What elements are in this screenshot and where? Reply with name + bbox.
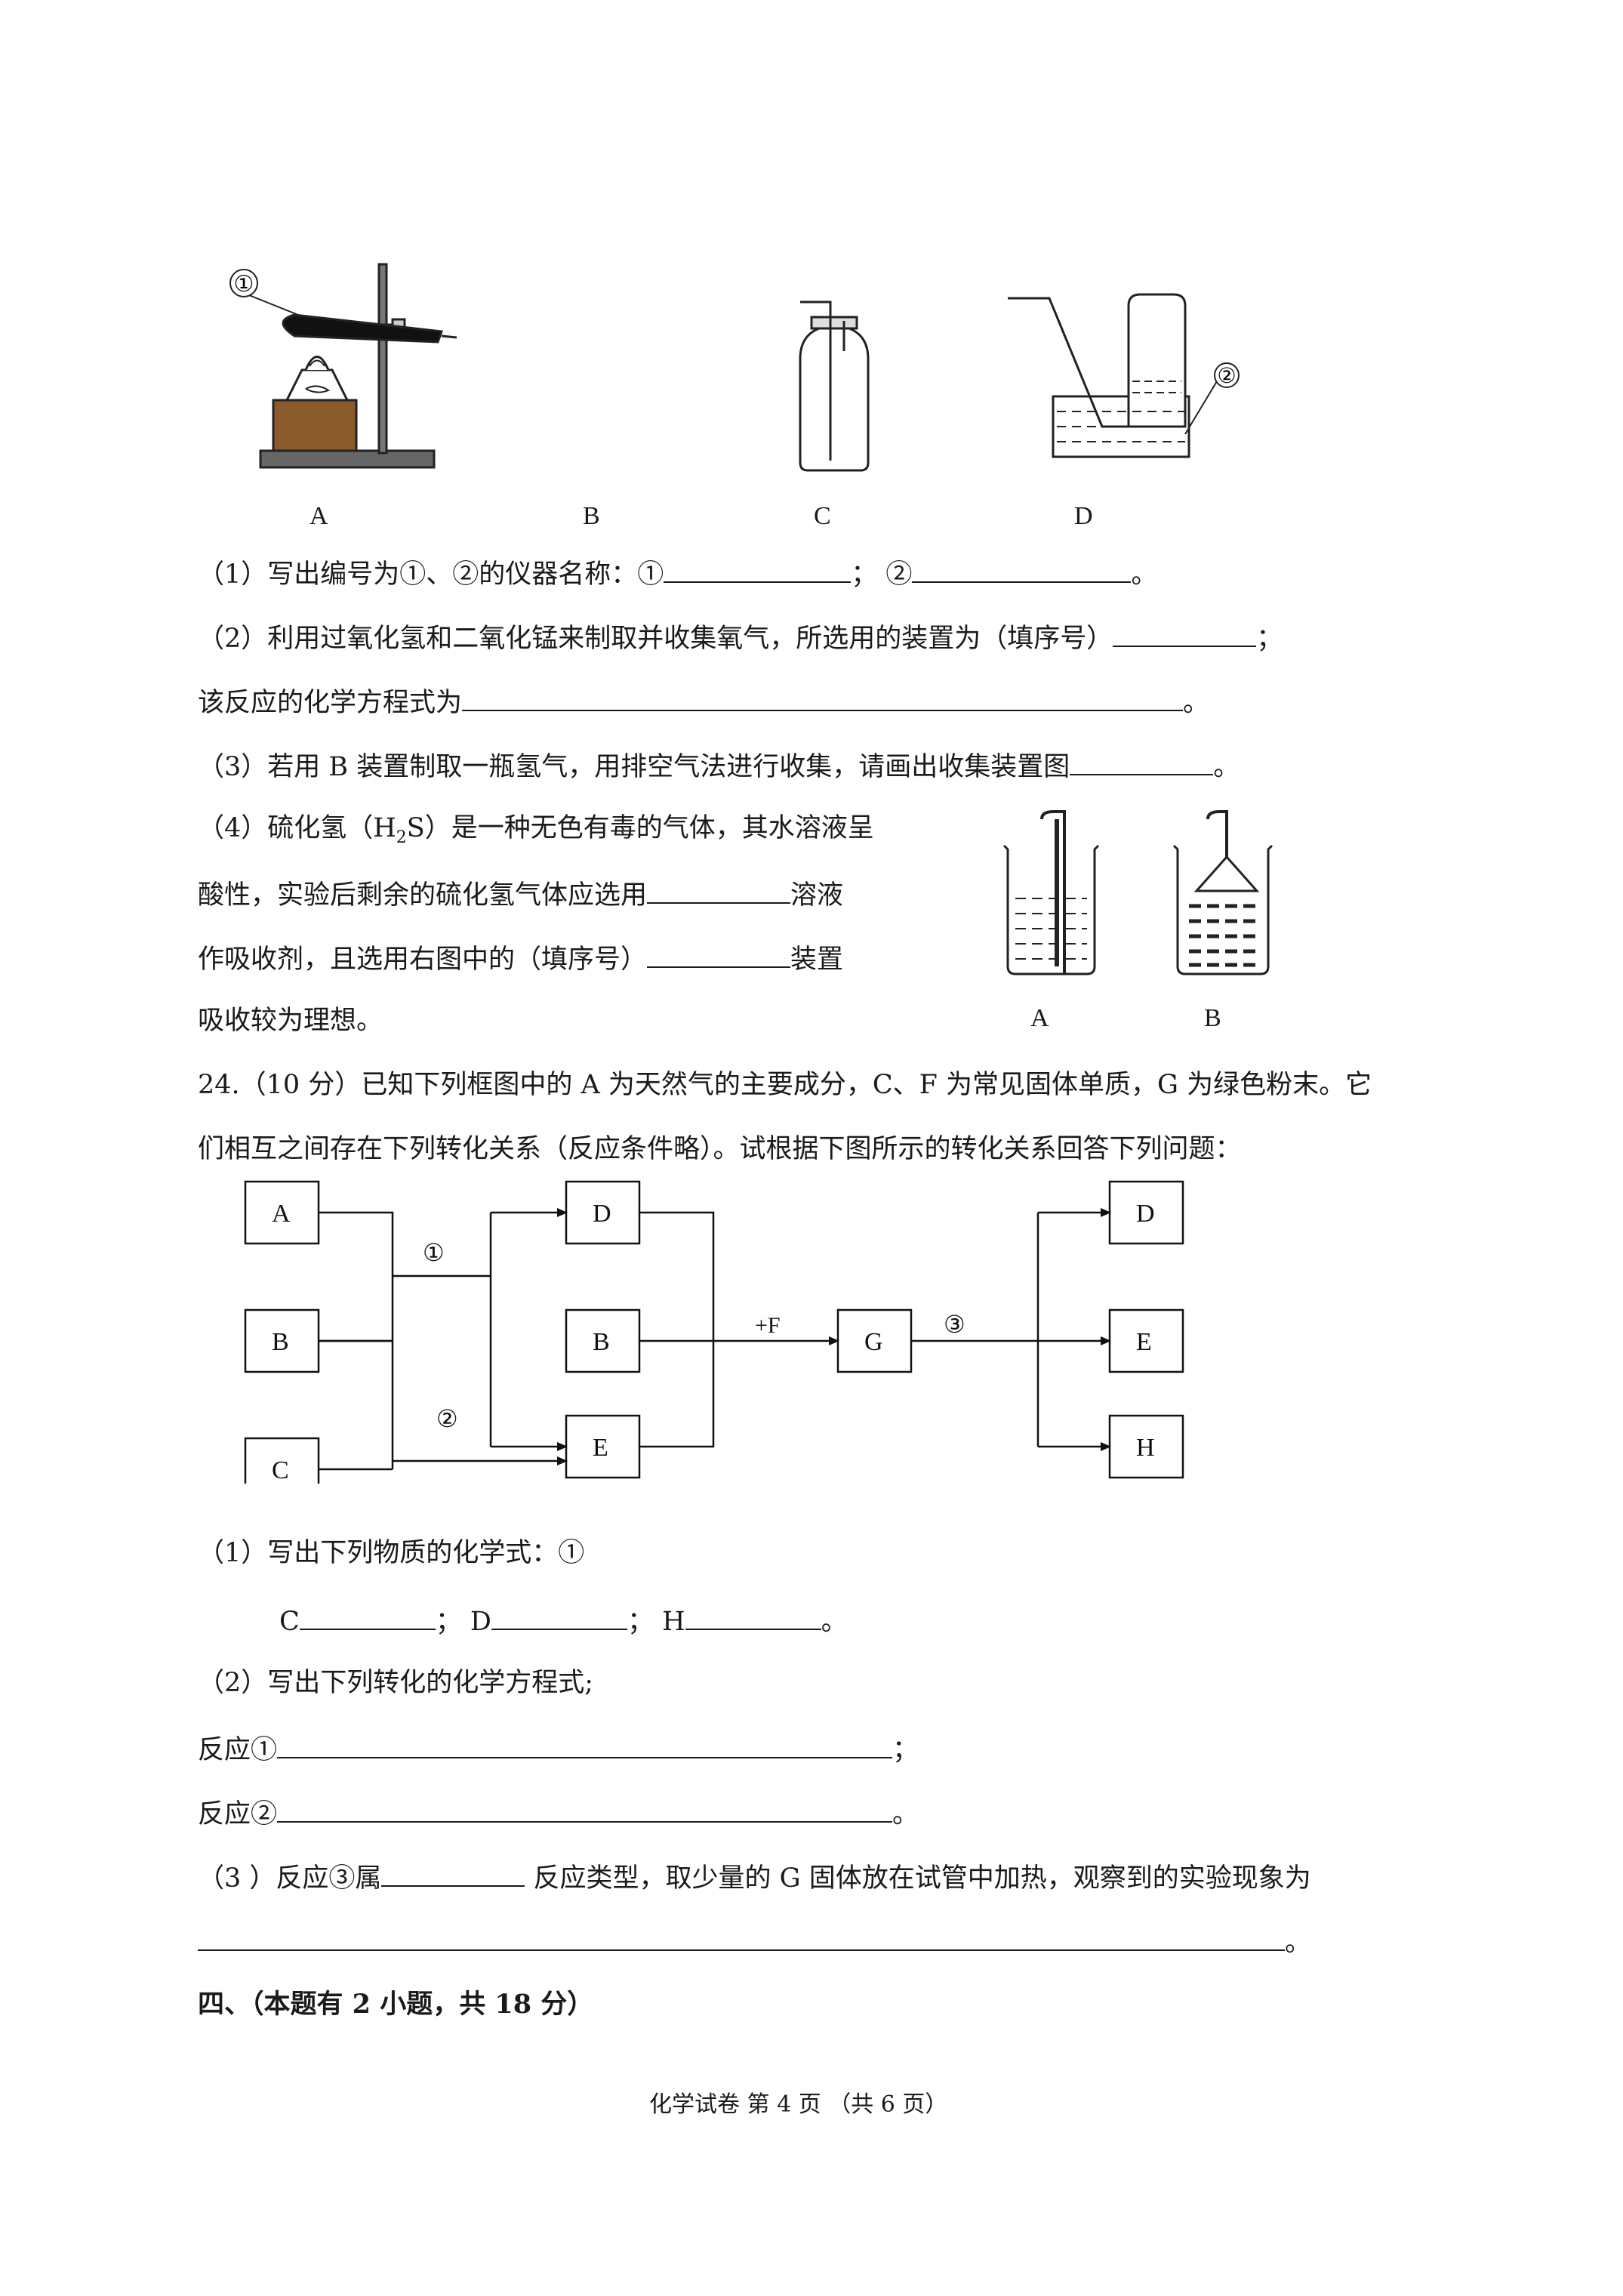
apparatus-label-d: D <box>1074 502 1093 530</box>
marker-1: ① <box>229 269 258 297</box>
q23-part3-text: （3）若用 B 装置制取一瓶氢气，用排空气法进行收集，请画出收集装置图 <box>198 752 1070 782</box>
answer-blank[interactable] <box>685 1606 821 1630</box>
apparatus-figure: ① ② <box>229 263 1240 472</box>
q24-part1-blanks: C ； D ； H 。 <box>279 1606 848 1635</box>
q23-part2-end1: ； <box>1256 624 1283 654</box>
page-footer: 化学试卷 第 4 页 （共 6 页） <box>649 2091 948 2118</box>
reaction-1-end: ； <box>892 1735 919 1765</box>
answer-blank[interactable] <box>1070 751 1214 775</box>
q24-reaction-2: 反应② 。 <box>198 1798 919 1828</box>
svg-text:①: ① <box>234 272 254 297</box>
apparatus-d-diagram <box>1008 293 1220 458</box>
reaction-1-label: 反应① <box>198 1735 278 1765</box>
answer-blank[interactable] <box>647 880 791 904</box>
box-a-label: A <box>272 1200 291 1228</box>
formula-c-label: C <box>279 1607 300 1637</box>
reaction-2-label: 反应② <box>198 1799 278 1829</box>
formula-h-label: ； H <box>627 1607 685 1637</box>
q23-part3: （3）若用 B 装置制取一瓶氢气，用排空气法进行收集，请画出收集装置图 。 <box>198 751 1240 781</box>
arrow-label-2: ② <box>436 1405 458 1432</box>
answer-blank[interactable] <box>647 944 791 968</box>
answer-blank[interactable] <box>664 559 852 583</box>
formula-end: 。 <box>821 1607 848 1637</box>
apparatus-label-b: B <box>583 502 600 530</box>
q23-part4-line2-text: 酸性，实验后剩余的硫化氢气体应选用 <box>198 880 648 911</box>
apparatus-label-a: A <box>310 502 328 530</box>
box-d-right-label: D <box>1136 1200 1155 1228</box>
q23-part4-line2-end: 溶液 <box>790 880 844 911</box>
q23-part4-line3-text: 作吸收剂，且选用右图中的（填序号） <box>198 945 648 975</box>
section-4-heading: 四、（本题有 2 小题，共 18 分） <box>198 1989 594 2020</box>
answer-blank[interactable] <box>491 1606 627 1630</box>
beaker-label-b: B <box>1204 1004 1221 1032</box>
formula-d-label: ； D <box>435 1607 491 1637</box>
box-e-right-label: E <box>1136 1328 1152 1356</box>
reaction-2-end: 。 <box>892 1799 919 1829</box>
q23-part4-a: （4）硫化氢（H <box>198 813 396 843</box>
box-e-mid-label: E <box>593 1434 608 1462</box>
q23-part4-line3: 作吸收剂，且选用右图中的（填序号） 装置 <box>198 944 843 973</box>
q23-part2-text2: 该反应的化学方程式为 <box>198 688 463 718</box>
q24-part3-end: 。 <box>1285 1928 1312 1958</box>
beakers-figure <box>1002 810 1273 975</box>
box-c-label: C <box>272 1456 289 1484</box>
q23-part1: （1）写出编号为①、②的仪器名称：① ； ② 。 <box>198 559 1157 588</box>
apparatus-c-diagram <box>799 300 870 472</box>
q23-part3-end: 。 <box>1213 752 1240 782</box>
beaker-a-diagram <box>1002 810 1100 975</box>
q24-intro-line2: 们相互之间存在下列转化关系（反应条件略）。试根据下图所示的转化关系回答下列问题： <box>198 1134 1242 1164</box>
apparatus-label-c: C <box>814 502 831 530</box>
q23-part1-sep: ； ② <box>851 559 913 590</box>
q24-part3-line2: 。 <box>198 1927 1311 1956</box>
box-d-mid-label: D <box>593 1200 611 1228</box>
q24-part3-b: 反应类型，取少量的 G 固体放在试管中加热，观察到的实验现象为 <box>525 1863 1311 1894</box>
q23-part4-line2: 酸性，实验后剩余的硫化氢气体应选用 溶液 <box>198 880 843 909</box>
q23-part1-end: 。 <box>1131 559 1158 590</box>
q24-reaction-1: 反应① ； <box>198 1734 919 1764</box>
box-b-mid-label: B <box>593 1328 610 1356</box>
answer-blank[interactable] <box>912 559 1132 583</box>
answer-blank[interactable] <box>381 1863 525 1887</box>
q23-part2-end2: 。 <box>1183 688 1210 718</box>
q23-part4-line4: 吸收较为理想。 <box>198 1006 383 1036</box>
q23-part4-b: S）是一种无色有毒的气体，其水溶液呈 <box>406 813 874 843</box>
answer-blank[interactable] <box>198 1927 1285 1951</box>
beaker-b-diagram <box>1172 810 1273 975</box>
arrow-label-3: ③ <box>944 1311 965 1338</box>
apparatus-a-diagram <box>237 263 457 469</box>
beaker-label-a: A <box>1030 1004 1049 1032</box>
q23-part1-prefix: （1）写出编号为①、②的仪器名称：① <box>198 559 664 590</box>
arrow-label-plus-f: +F <box>755 1313 781 1338</box>
q23-part4-line3-end: 装置 <box>790 945 844 975</box>
transformation-diagram: A B C D B E G D E H ① ② +F ③ <box>244 1180 1184 1484</box>
q24-part3: （3 ）反应③属 反应类型，取少量的 G 固体放在试管中加热，观察到的实验现象为 <box>198 1863 1311 1892</box>
answer-blank[interactable] <box>299 1606 436 1630</box>
q24-part1: （1）写出下列物质的化学式：① <box>198 1538 585 1568</box>
q24-part3-a: （3 ）反应③属 <box>198 1863 382 1894</box>
answer-blank[interactable] <box>277 1798 893 1823</box>
answer-blank[interactable] <box>277 1734 893 1758</box>
box-h-label: H <box>1136 1434 1155 1462</box>
q23-part2-text: （2）利用过氧化氢和二氧化锰来制取并收集氧气，所选用的装置为（填序号） <box>198 624 1113 654</box>
arrow-label-1: ① <box>423 1239 445 1266</box>
q23-part2-line2: 该反应的化学方程式为 。 <box>198 687 1209 717</box>
q23-part4-line1: （4）硫化氢（H2S）是一种无色有毒的气体，其水溶液呈 <box>198 815 874 846</box>
q24-part2: （2）写出下列转化的化学方程式; <box>198 1668 594 1698</box>
marker-2: ② <box>1214 362 1240 388</box>
answer-blank[interactable] <box>1113 623 1257 647</box>
svg-text:②: ② <box>1217 365 1236 388</box>
q24-intro-line1: 24.（10 分）已知下列框图中的 A 为天然气的主要成分，C、F 为常见固体单… <box>198 1070 1372 1100</box>
answer-blank[interactable] <box>462 687 1184 711</box>
q23-part4-sub: 2 <box>396 828 407 847</box>
q23-part2-line1: （2）利用过氧化氢和二氧化锰来制取并收集氧气，所选用的装置为（填序号） ； <box>198 623 1283 652</box>
box-b-left-label: B <box>272 1328 289 1356</box>
box-g-label: G <box>864 1328 883 1356</box>
